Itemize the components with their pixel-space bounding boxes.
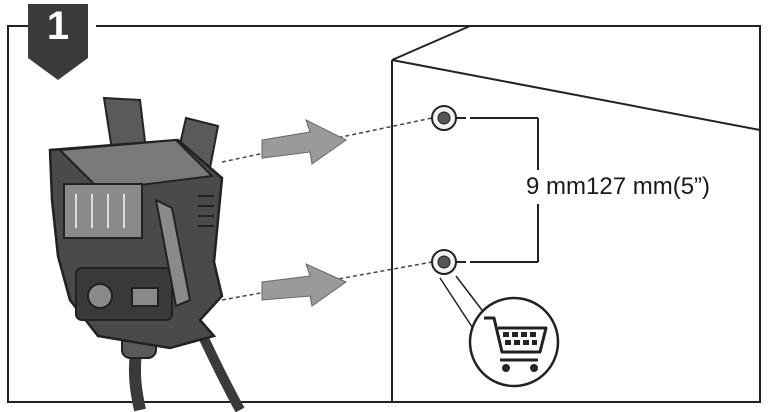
arrow-right-icon (261, 119, 347, 165)
wall-outline (391, 25, 761, 402)
shopping-cart-icon (468, 296, 560, 388)
dimension-label: 9 mm127 mm(5”) (520, 170, 756, 204)
charging-cradle-icon (48, 96, 245, 412)
pentagon-badge-icon (28, 4, 88, 80)
arrow-right-icon (261, 263, 348, 307)
screw-icon (431, 105, 466, 131)
diagram-frame (7, 25, 761, 403)
screw-icon (431, 249, 466, 275)
step-number: 1 (46, 4, 70, 48)
